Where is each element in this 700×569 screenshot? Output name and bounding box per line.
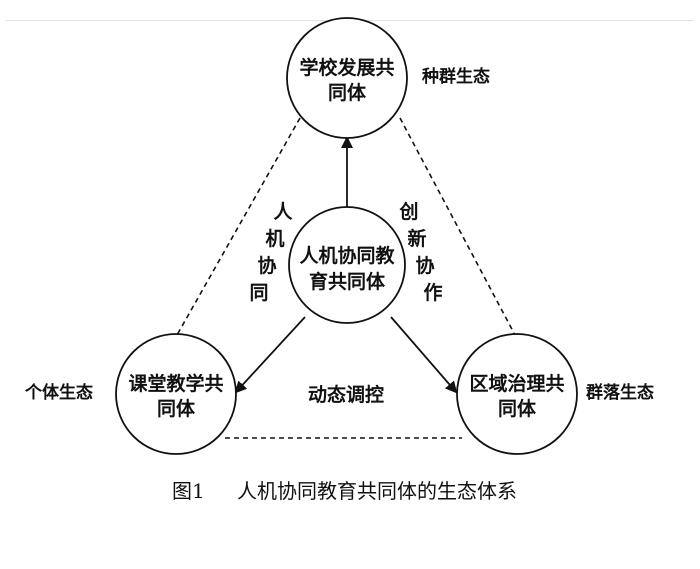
right-edge-char-1: 创 bbox=[398, 200, 418, 223]
left-edge-char-4: 同 bbox=[249, 282, 268, 304]
right-edge-char-4: 作 bbox=[423, 281, 442, 304]
individual-ecology-label: 个体生态 bbox=[24, 382, 93, 403]
right-edge-char-3: 协 bbox=[415, 254, 434, 277]
figure-caption: 人机协同教育共同体的生态体系 bbox=[237, 479, 517, 503]
arrow-to-classroom bbox=[234, 316, 306, 394]
bottom-edge-label: 动态调控 bbox=[308, 383, 384, 406]
left-edge-char-2: 机 bbox=[265, 228, 284, 250]
arrow-to-region bbox=[390, 316, 458, 394]
region-node-line2: 同体 bbox=[498, 397, 537, 420]
classroom-node-line1: 课堂教学共 bbox=[128, 372, 223, 395]
region-node-line1: 区域治理共 bbox=[469, 372, 564, 395]
left-edge-char-3: 协 bbox=[257, 254, 276, 277]
classroom-node-line2: 同体 bbox=[157, 397, 196, 420]
right-edge-char-2: 新 bbox=[407, 227, 426, 250]
school-node-line1: 学校发展共 bbox=[299, 56, 394, 79]
classroom-node-circle bbox=[115, 333, 237, 455]
region-node-circle bbox=[456, 333, 578, 455]
dashed-edge-right bbox=[399, 117, 516, 336]
school-node-line2: 同体 bbox=[328, 81, 367, 104]
center-node-circle bbox=[288, 206, 406, 324]
figure-number: 图1 bbox=[172, 479, 205, 503]
center-node-line2: 育共同体 bbox=[309, 270, 386, 293]
species-ecology-label: 种群生态 bbox=[421, 66, 490, 87]
school-node-circle bbox=[286, 17, 408, 139]
left-edge-char-1: 人 bbox=[273, 201, 293, 223]
community-ecology-label: 群落生态 bbox=[586, 382, 654, 403]
dashed-edge-left bbox=[176, 117, 301, 336]
center-node-line1: 人机协同教 bbox=[299, 244, 395, 267]
